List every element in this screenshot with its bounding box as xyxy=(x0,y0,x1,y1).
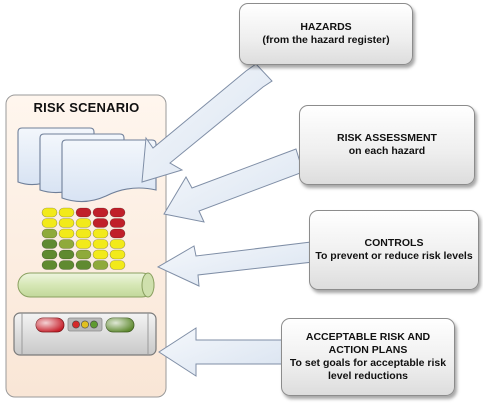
hazards-title: HAZARDS xyxy=(300,21,352,33)
risk-matrix-cell-red xyxy=(109,218,126,228)
risk-matrix-cell-yellow xyxy=(41,218,58,228)
risk-assessment-subtitle: on each hazard xyxy=(348,145,426,157)
risk-matrix-cell-green xyxy=(58,260,75,270)
risk-matrix-cell-yellow xyxy=(75,239,92,249)
risk-assessment-title: RISK ASSESSMENT xyxy=(337,132,437,144)
risk-matrix-cell-red xyxy=(92,207,109,218)
risk-matrix-cell-yellow xyxy=(92,228,109,239)
risk-matrix-cell-yellow xyxy=(92,249,109,260)
acceptable-arrow xyxy=(158,327,284,377)
risk-matrix-cell-yellow xyxy=(41,207,58,218)
indicator-light-red xyxy=(72,320,80,329)
acceptable-title-line1: ACCEPTABLE RISK AND xyxy=(305,331,431,343)
risk-matrix-cell-red xyxy=(92,218,109,228)
risk-scenario-title: RISK SCENARIO xyxy=(33,100,140,115)
acceptable-subtitle-line2: level reductions xyxy=(328,370,408,382)
acceptable-title-line2: ACTION PLANS xyxy=(328,344,408,356)
controls-bar-icon xyxy=(17,272,155,298)
risk-matrix-cell-yellow xyxy=(58,228,75,239)
risk-matrix-cell-yellow xyxy=(109,239,126,249)
hazards-subtitle: (from the hazard register) xyxy=(262,34,390,46)
assessment-arrow xyxy=(163,148,304,223)
risk-matrix-cell-yellow xyxy=(58,218,75,228)
risk-matrix-cell-yellow xyxy=(58,207,75,218)
acceptable-subtitle-line1: To set goals for acceptable risk xyxy=(289,357,447,369)
risk-matrix-cell-olive xyxy=(75,249,92,260)
risk-matrix-cell-olive xyxy=(41,228,58,239)
risk-matrix-cell-green xyxy=(41,249,58,260)
hazards-arrow xyxy=(141,63,273,183)
action-plan-device-icon xyxy=(13,312,157,356)
risk-matrix-cell-yellow xyxy=(109,260,126,270)
risk-matrix-cell-yellow xyxy=(75,218,92,228)
risk-matrix-cell-yellow xyxy=(75,228,92,239)
controls-callout: CONTROLS To prevent or reduce risk level… xyxy=(309,210,479,290)
risk-matrix-cell-yellow xyxy=(109,249,126,260)
controls-title: CONTROLS xyxy=(364,237,424,249)
risk-matrix-cell-green xyxy=(58,249,75,260)
acceptable-risk-callout: ACCEPTABLE RISK AND ACTION PLANS To set … xyxy=(281,318,455,396)
indicator-light-olive xyxy=(81,320,89,329)
risk-matrix-cell-green xyxy=(41,239,58,249)
risk-matrix-cell-red xyxy=(109,207,126,218)
indicator-light-green xyxy=(90,320,98,329)
risk-matrix-cell-red xyxy=(75,207,92,218)
risk-matrix-cell-olive xyxy=(92,260,109,270)
controls-arrow xyxy=(156,241,314,287)
risk-matrix-cell-green xyxy=(41,260,58,270)
risk-assessment-callout: RISK ASSESSMENT on each hazard xyxy=(299,105,475,185)
risk-matrix xyxy=(41,207,126,270)
controls-subtitle: To prevent or reduce risk levels xyxy=(315,250,473,262)
risk-matrix-cell-red xyxy=(109,228,126,239)
risk-matrix-cell-yellow xyxy=(92,239,109,249)
hazard-documents-icon xyxy=(17,127,157,203)
risk-matrix-cell-green xyxy=(75,260,92,270)
risk-matrix-cell-olive xyxy=(58,239,75,249)
hazards-callout: HAZARDS (from the hazard register) xyxy=(239,3,413,65)
